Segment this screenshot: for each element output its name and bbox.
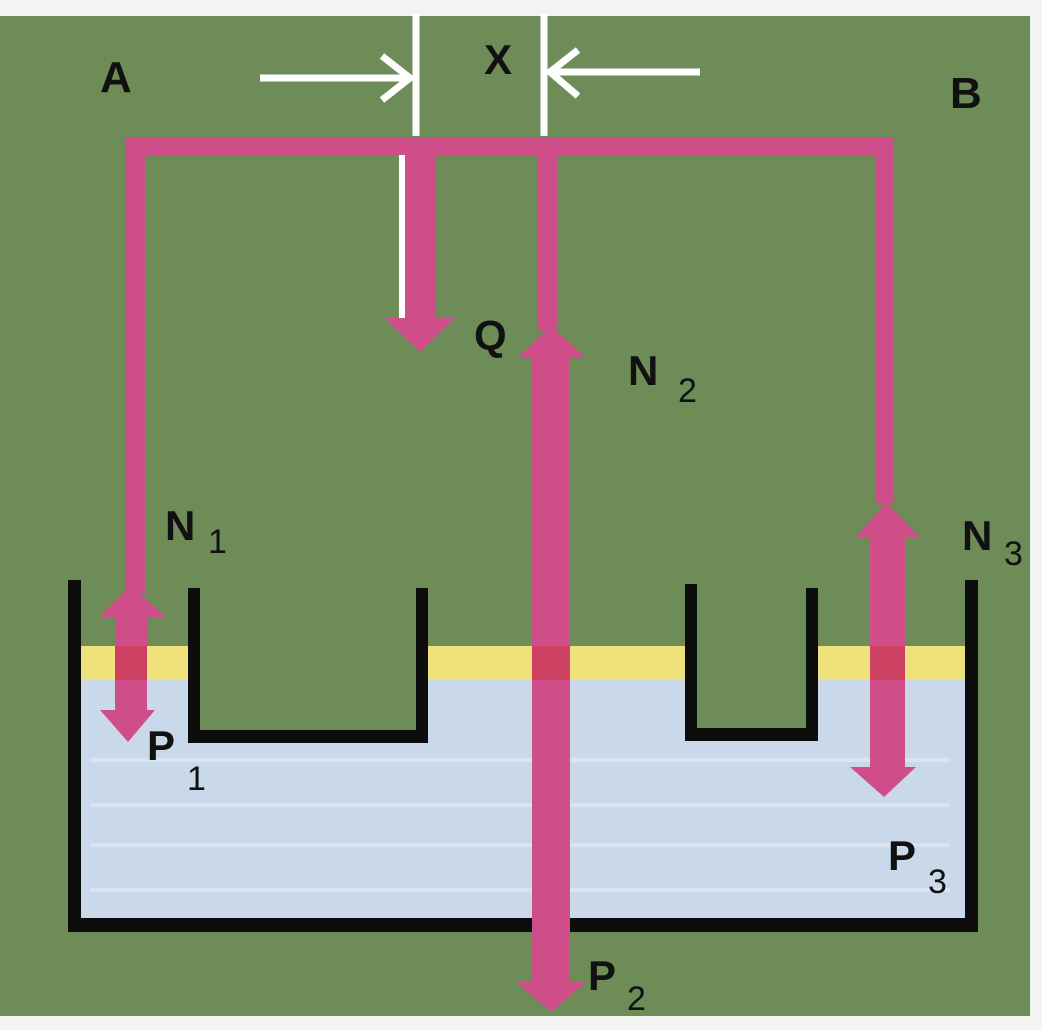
left-cup-interior: [200, 640, 416, 732]
label-N2: N 2: [628, 347, 697, 410]
vessel-bottom: [68, 918, 978, 932]
label-N3: N 3: [962, 512, 1023, 573]
arrowhead-left-icon: [544, 47, 581, 99]
dimension-x: [260, 14, 700, 136]
right-cup-wall-right: [806, 588, 818, 741]
svg-text:3: 3: [1004, 535, 1023, 573]
right-cup-wall-left: [685, 584, 697, 741]
P2-arrow-head-icon: [516, 982, 586, 1012]
rod-A: [125, 138, 145, 594]
label-B: B: [950, 69, 982, 118]
right-cup-interior: [697, 640, 806, 730]
svg-text:1: 1: [208, 523, 227, 561]
left-cup-wall-right: [416, 588, 428, 743]
label-P2: P 2: [588, 952, 646, 1018]
load-arrow-head-icon: [385, 318, 455, 352]
svg-text:N: N: [628, 347, 658, 394]
arrowhead-right-icon: [379, 53, 416, 103]
N3-arrow-head-icon: [856, 502, 920, 537]
load-arrow-highlight: [399, 155, 405, 325]
surface-overlaps: [115, 646, 905, 680]
svg-text:3: 3: [928, 863, 947, 901]
right-cup-bottom: [685, 728, 818, 741]
left-cup-wall-left: [188, 588, 200, 743]
left-cup-bottom: [188, 730, 428, 743]
label-Q: Q: [474, 312, 507, 359]
svg-text:P: P: [147, 722, 175, 769]
label-N1: N 1: [165, 502, 227, 561]
N2-arrow-head-icon: [518, 325, 586, 358]
svg-text:1: 1: [187, 760, 206, 798]
liquid-ripples: [90, 758, 950, 892]
vessel-right-wall: [965, 580, 978, 932]
label-X: X: [484, 36, 512, 83]
P1-arrow-head-icon: [100, 710, 155, 742]
rod-B: [875, 138, 893, 503]
svg-text:P: P: [588, 952, 616, 999]
rigid-bar-AB: [125, 138, 893, 155]
svg-text:N: N: [962, 512, 992, 559]
label-A: A: [100, 53, 132, 102]
svg-text:2: 2: [627, 980, 646, 1018]
load-arrow-shaft: [405, 155, 435, 325]
vessel-left-wall: [68, 580, 81, 932]
svg-text:2: 2: [678, 372, 697, 410]
label-P1: P 1: [147, 722, 206, 798]
svg-text:N: N: [165, 502, 195, 549]
rod-center: [538, 150, 557, 330]
N1-arrow-head-icon: [100, 585, 166, 617]
label-P3: P 3: [888, 832, 947, 901]
vessel: [68, 580, 978, 932]
liquid: [80, 640, 966, 920]
svg-text:P: P: [888, 832, 916, 879]
P3-arrow-head-icon: [850, 767, 916, 797]
